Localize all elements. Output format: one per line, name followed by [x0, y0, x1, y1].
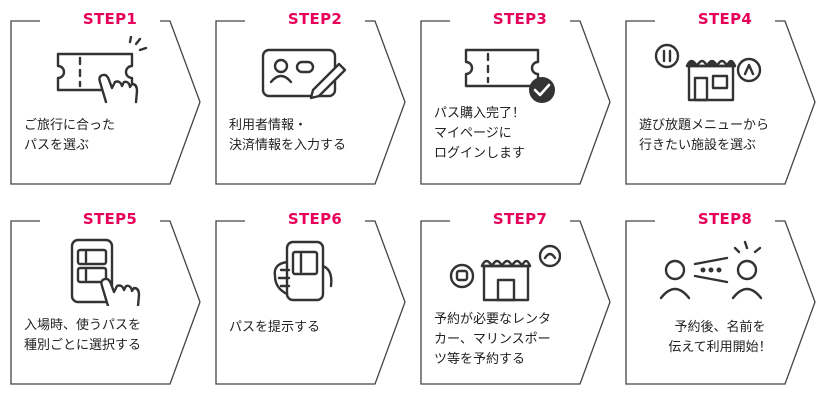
step-label: STEP1 [82, 10, 138, 28]
conversation-icon [659, 240, 763, 300]
step-description: 入場時、使うパスを 種別ごとに選択する [24, 318, 142, 353]
step-description: 利用者情報・ 決済情報を入力する [229, 118, 347, 153]
phone-tap-icon [70, 238, 141, 306]
step-label: STEP6 [287, 210, 343, 228]
step-description: 予約が必要なレンタ カー、マリンスポー ツ等を予約する [434, 312, 552, 367]
shop-rental-icon [449, 244, 561, 302]
step-5: STEP5 入場時、使うパスを 種別ごとに選択する [10, 208, 202, 386]
step-7: STEP7 予約が必要なレンタ カー、マリンスポー ツ等を予約する [420, 208, 612, 386]
step-6: STEP6 パスを提示する [215, 208, 407, 386]
step-description: パスを提示する [229, 320, 321, 335]
step-frame [215, 20, 406, 185]
ticket-tap-icon [56, 36, 148, 104]
step-description: 遊び放題メニューから 行きたい施設を選ぶ [639, 118, 770, 153]
step-description: パス購入完了！ マイページに ログインします [434, 106, 526, 161]
step-description: 予約後、名前を 伝えて利用開始！ [668, 320, 772, 355]
step-frame [215, 220, 406, 385]
step-2: STEP2 利用者情報・ 決済情報を入力する [215, 8, 407, 186]
ticket-check-icon [464, 48, 555, 103]
step-label: STEP4 [697, 10, 753, 28]
step-frame [625, 220, 816, 385]
step-label: STEP5 [82, 210, 138, 228]
step-label: STEP8 [697, 210, 753, 228]
step-label: STEP7 [492, 210, 548, 228]
step-label: STEP2 [287, 10, 343, 28]
shop-facilities-icon [654, 43, 762, 102]
step-8: STEP8 予約後、名前を 伝えて利用開始！ [625, 208, 817, 386]
step-frame [10, 220, 201, 385]
step-frame [10, 20, 201, 185]
phone-hand-icon [273, 240, 333, 302]
step-description: ご旅行に合った パスを選ぶ [24, 118, 116, 153]
step-3: STEP3 パス購入完了！ マイページに ログインします [420, 8, 612, 186]
step-frame [420, 220, 611, 385]
step-label: STEP3 [492, 10, 548, 28]
step-4: STEP4 遊び放題メニューから 行きたい施設を選ぶ [625, 8, 817, 186]
step-1: STEP1 ご旅行に合った パスを選ぶ [10, 8, 202, 186]
step-frame [420, 20, 611, 185]
step-frame [625, 20, 816, 185]
id-card-pen-icon [261, 48, 347, 100]
